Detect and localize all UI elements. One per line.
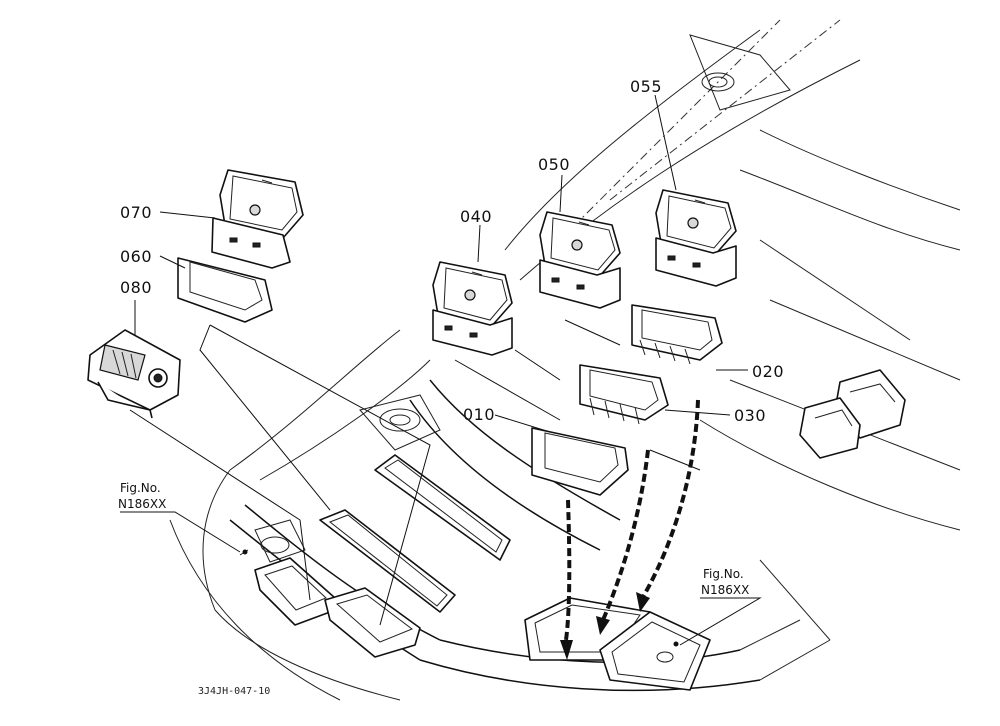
bezel-060[interactable] — [177, 257, 273, 323]
fig-ref-right-prefix: Fig.No. — [703, 567, 744, 581]
callout-050: 050 — [538, 155, 570, 174]
callout-010: 010 — [463, 405, 495, 424]
callout-020: 020 — [752, 362, 784, 381]
bezel-020[interactable] — [631, 304, 723, 365]
switch-055[interactable] — [655, 189, 737, 287]
bezel-010[interactable] — [531, 427, 629, 496]
switch-080[interactable] — [87, 329, 181, 419]
callout-leaders — [120, 94, 762, 646]
fig-ref-right-code: N186XX — [701, 583, 749, 597]
drawing-code: 3J4JH-047-10 — [198, 686, 270, 697]
callout-030: 030 — [734, 406, 766, 425]
callout-070: 070 — [120, 203, 152, 222]
switch-040[interactable] — [432, 261, 513, 356]
fig-ref-left-code: N186XX — [118, 497, 166, 511]
callout-080: 080 — [120, 278, 152, 297]
install-arrows — [560, 399, 700, 660]
callout-040: 040 — [460, 207, 492, 226]
console-outline — [169, 19, 961, 701]
callout-060: 060 — [120, 247, 152, 266]
bezel-030[interactable] — [579, 364, 669, 425]
callout-055: 055 — [630, 77, 662, 96]
switch-050[interactable] — [539, 211, 621, 309]
switch-070[interactable] — [211, 169, 304, 269]
fig-ref-left-prefix: Fig.No. — [120, 481, 161, 495]
